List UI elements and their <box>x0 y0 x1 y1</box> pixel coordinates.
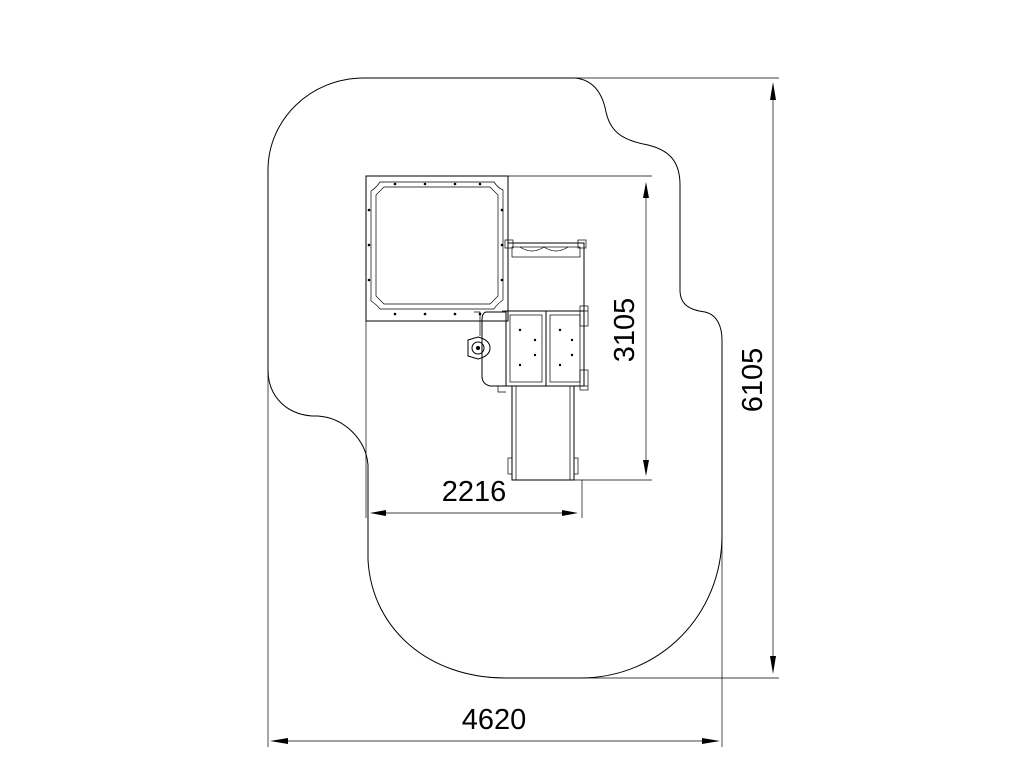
dimension-structure-height <box>508 175 652 481</box>
upper-platform <box>504 239 587 312</box>
structure-width-label: 2216 <box>442 476 507 508</box>
dimension-overall-height <box>575 77 779 679</box>
steering-wheel-icon <box>467 336 491 360</box>
dimension-structure-width <box>365 321 583 518</box>
connector-panel <box>474 311 507 393</box>
structure-height-label: 3105 <box>609 298 641 363</box>
step-platform <box>502 305 589 391</box>
square-deck <box>365 175 509 322</box>
deck-bolts <box>367 182 504 316</box>
dimension-overall-width <box>267 370 723 747</box>
overall-height-label: 6105 <box>737 348 769 413</box>
safety-zone-outline <box>267 77 723 679</box>
slide <box>507 385 579 481</box>
overall-width-label: 4620 <box>462 704 527 736</box>
